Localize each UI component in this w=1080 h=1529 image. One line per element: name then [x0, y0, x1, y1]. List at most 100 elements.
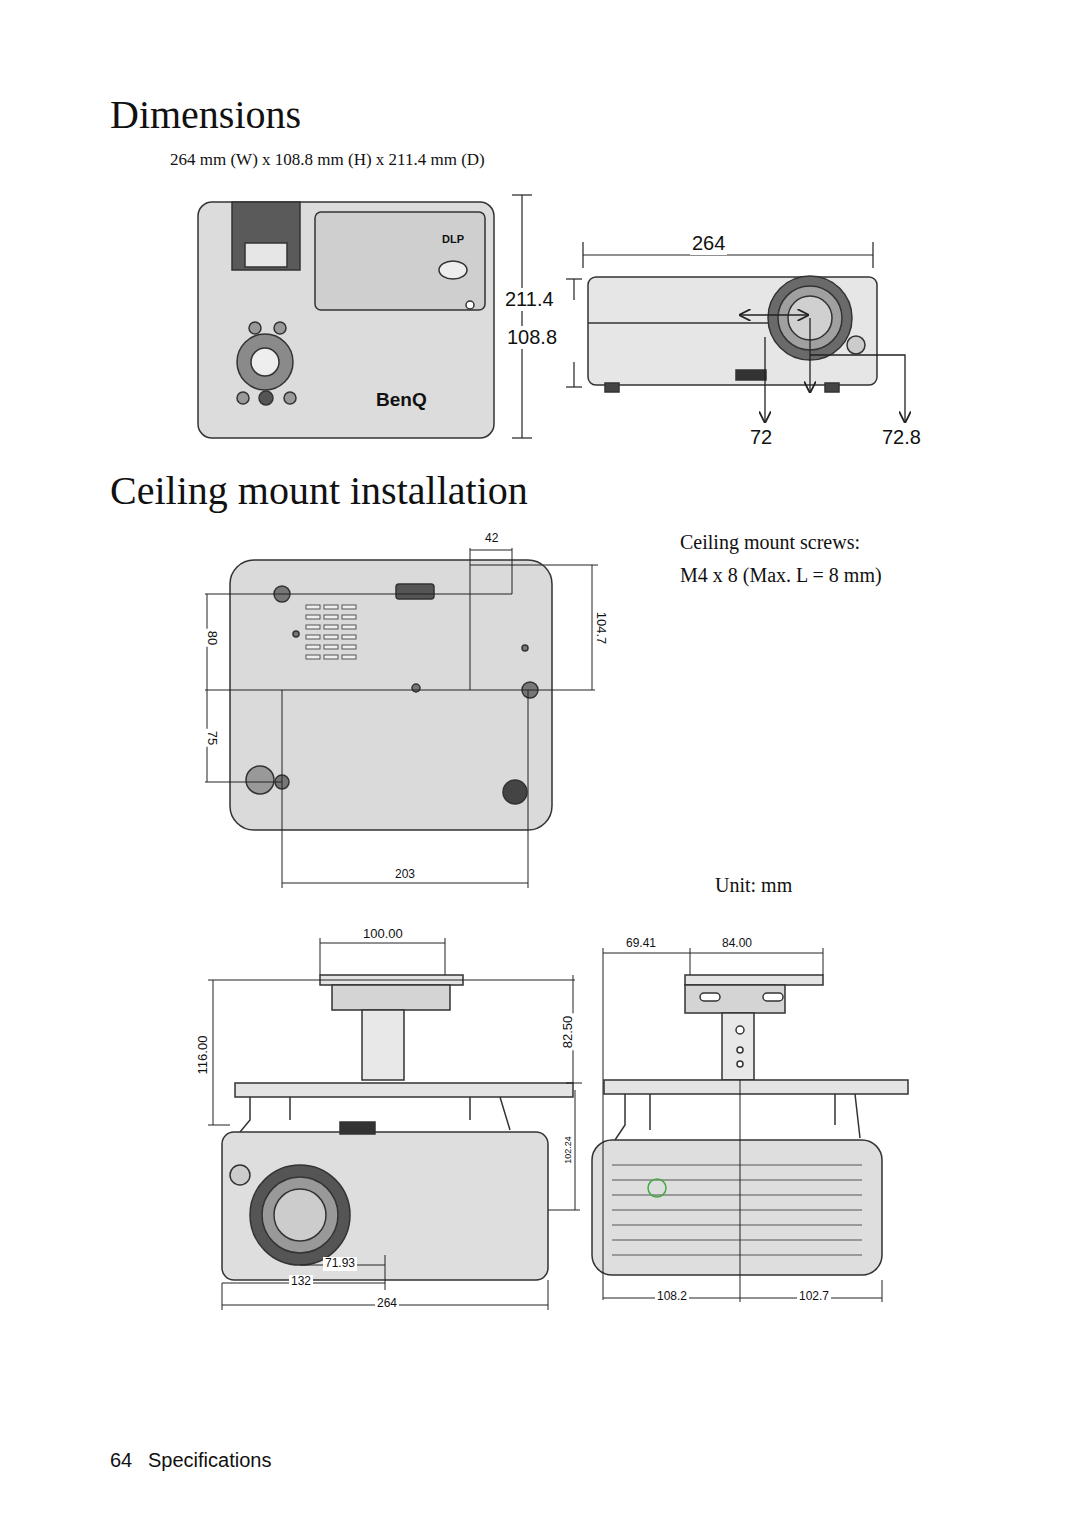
projector-bottom-view	[306, 655, 320, 659]
page-heading: Dimensions	[110, 92, 301, 138]
dimension-value: 84.00	[720, 937, 754, 951]
ceiling-mount-side	[612, 1165, 862, 1166]
projector-top-view	[249, 322, 261, 334]
projector-top-view	[315, 212, 485, 310]
dimension-lines	[282, 883, 528, 884]
dimension-lines	[882, 1280, 883, 1302]
logo-text: DLP	[442, 233, 464, 246]
dimension-value: 71.93	[323, 1257, 357, 1271]
ceiling-mount-front	[362, 1010, 404, 1080]
ceiling-mount-front	[274, 1189, 326, 1241]
dimension-value: 108.8	[505, 326, 559, 349]
dimension-lines	[320, 943, 445, 944]
dimension-lines	[521, 195, 522, 438]
projector-bottom-view	[342, 615, 356, 619]
dimension-value: 100.00	[361, 927, 405, 942]
ceiling-mount-side	[685, 985, 785, 1013]
projector-top-view	[237, 392, 249, 404]
ceiling-mount-side	[592, 1140, 882, 1275]
projector-bottom-view	[230, 560, 552, 830]
dimension-lines	[603, 948, 604, 1300]
ceiling-mount-front	[262, 1177, 338, 1253]
dimension-value: 102.24	[563, 1134, 573, 1166]
projector-front-view	[588, 322, 770, 324]
projector-bottom-view	[412, 684, 420, 692]
dimension-lines	[470, 565, 598, 566]
ceiling-mount-side	[737, 1047, 743, 1053]
projector-front-view	[847, 336, 865, 354]
projector-bottom-view	[342, 655, 356, 659]
dimension-value: 116.00	[196, 1034, 211, 1077]
projector-bottom-view	[324, 635, 338, 639]
page-number: 64	[110, 1449, 132, 1472]
ceiling-mount-side	[612, 1165, 862, 1255]
dimension-lines	[690, 948, 691, 975]
dimension-value: 203	[393, 868, 417, 882]
ceiling-mount-side	[612, 1180, 862, 1181]
dimension-lines	[205, 782, 282, 783]
leader-arrows	[740, 314, 808, 315]
projector-top-view	[284, 392, 296, 404]
projector-top-view	[259, 391, 273, 405]
ceiling-mount-side	[604, 1080, 908, 1094]
dimension-lines	[566, 278, 582, 279]
projector-bottom-view	[230, 560, 552, 830]
projector-bottom-view	[324, 605, 338, 609]
projector-bottom-view	[306, 605, 320, 609]
ceiling-mount-side	[700, 993, 720, 1001]
unit-note: Unit: mm	[715, 874, 792, 897]
projector-bottom-view	[342, 635, 356, 639]
dimension-lines	[823, 948, 824, 975]
dimension-lines	[548, 1210, 580, 1211]
projector-bottom-view	[324, 615, 338, 619]
ceiling-mount-side	[612, 1255, 862, 1256]
logo-text: BenQ	[376, 389, 427, 411]
dimension-lines	[470, 548, 471, 690]
ceiling-mount-side	[592, 975, 908, 1275]
projector-front-view	[588, 277, 877, 385]
dimension-lines	[740, 1080, 741, 1302]
ceiling-mount-side	[763, 993, 783, 1001]
dimension-lines	[603, 953, 823, 954]
dimension-lines	[282, 690, 283, 888]
projector-top-view	[245, 243, 287, 267]
projector-bottom-view	[342, 625, 356, 629]
dimension-value: 69.41	[624, 937, 658, 951]
dimension-value: 82.50	[561, 1014, 576, 1051]
ceiling-mount-side	[737, 1061, 743, 1067]
ceiling-mount-side	[612, 1210, 862, 1211]
dimension-lines	[582, 242, 583, 268]
projector-top-view	[439, 261, 467, 279]
dimension-lines	[872, 242, 873, 268]
dimension-value: 102.7	[797, 1290, 831, 1304]
dimension-lines	[213, 980, 214, 1125]
projector-top-view	[237, 334, 293, 390]
dimension-lines	[208, 1125, 230, 1126]
dimension-summary: 264 mm (W) x 108.8 mm (H) x 211.4 mm (D)	[170, 150, 485, 170]
dimension-lines	[205, 548, 598, 888]
projector-bottom-view	[306, 625, 320, 629]
projector-front-view	[605, 383, 619, 392]
projector-bottom-view	[522, 645, 528, 651]
dimension-lines	[512, 548, 513, 594]
projector-bottom-view	[293, 631, 299, 637]
projector-bottom-view	[503, 780, 527, 804]
projector-bottom-view	[342, 645, 356, 649]
ceiling-mount-side	[612, 1195, 862, 1196]
leader-arrows	[740, 315, 905, 422]
ceiling-mount-front	[222, 975, 573, 1280]
dimension-lines	[470, 550, 512, 551]
projector-top-view	[251, 348, 279, 376]
dimension-lines	[583, 254, 873, 255]
dimension-lines	[573, 279, 574, 300]
projector-front-view	[736, 370, 766, 380]
dimension-value: 75	[205, 729, 220, 747]
projector-front-view	[588, 276, 877, 392]
ceiling-mount-side	[648, 1179, 666, 1197]
dimension-lines	[575, 1090, 576, 1210]
ceiling-mount-side	[612, 1240, 862, 1241]
projector-bottom-view	[342, 605, 356, 609]
dimension-lines	[205, 690, 595, 691]
